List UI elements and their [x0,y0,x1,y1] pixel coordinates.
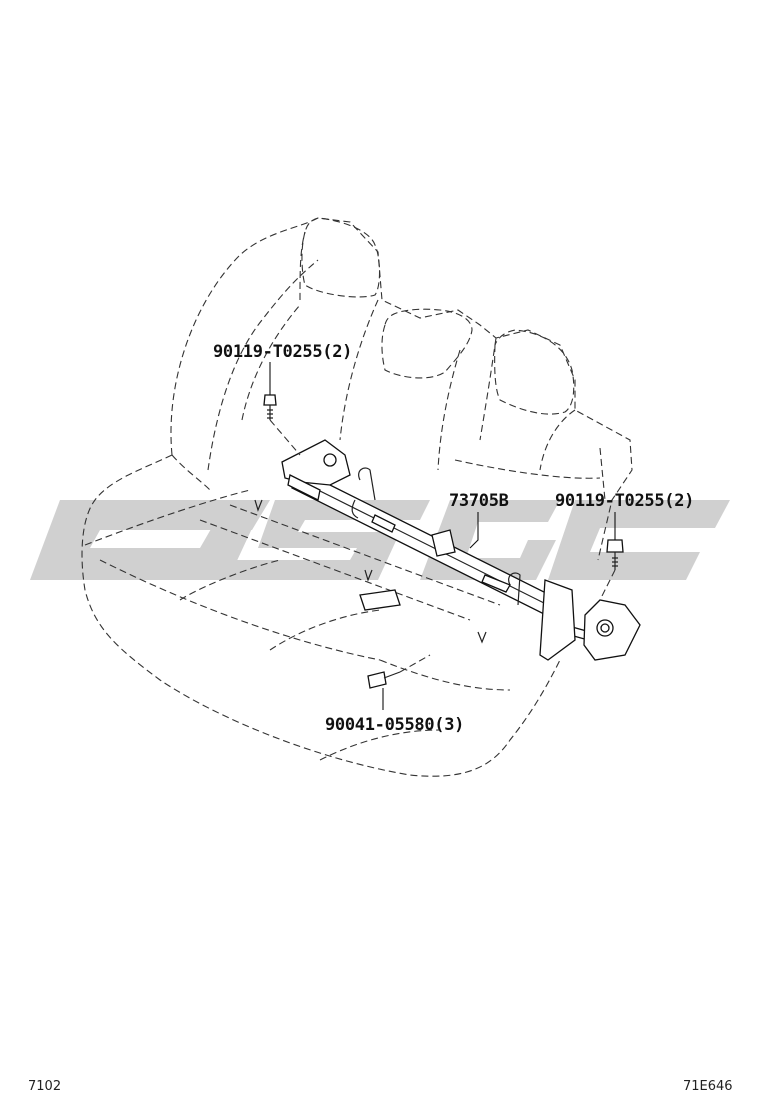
headrest-right [494,329,575,415]
bolt-lower [367,671,401,689]
footer-code-right: 71E646 [683,1079,733,1094]
label-bolt-lower: 90041-05580(3) [325,715,464,735]
seat-cushion-outline [81,454,561,777]
headrest-center [381,308,473,379]
label-bolt-right: 90119-T0255(2) [555,491,694,511]
headrest-left [301,217,381,298]
label-bolt-upper-left: 90119-T0255(2) [213,342,352,362]
label-bracket-main: 73705B [449,491,509,511]
footer-code-left: 7102 [28,1079,61,1094]
bolt-upper-left [263,394,277,420]
bolt-right [606,539,624,570]
seat-back-outline [170,217,633,561]
leader-lines [269,362,616,710]
seat-belt-bracket [254,439,641,661]
